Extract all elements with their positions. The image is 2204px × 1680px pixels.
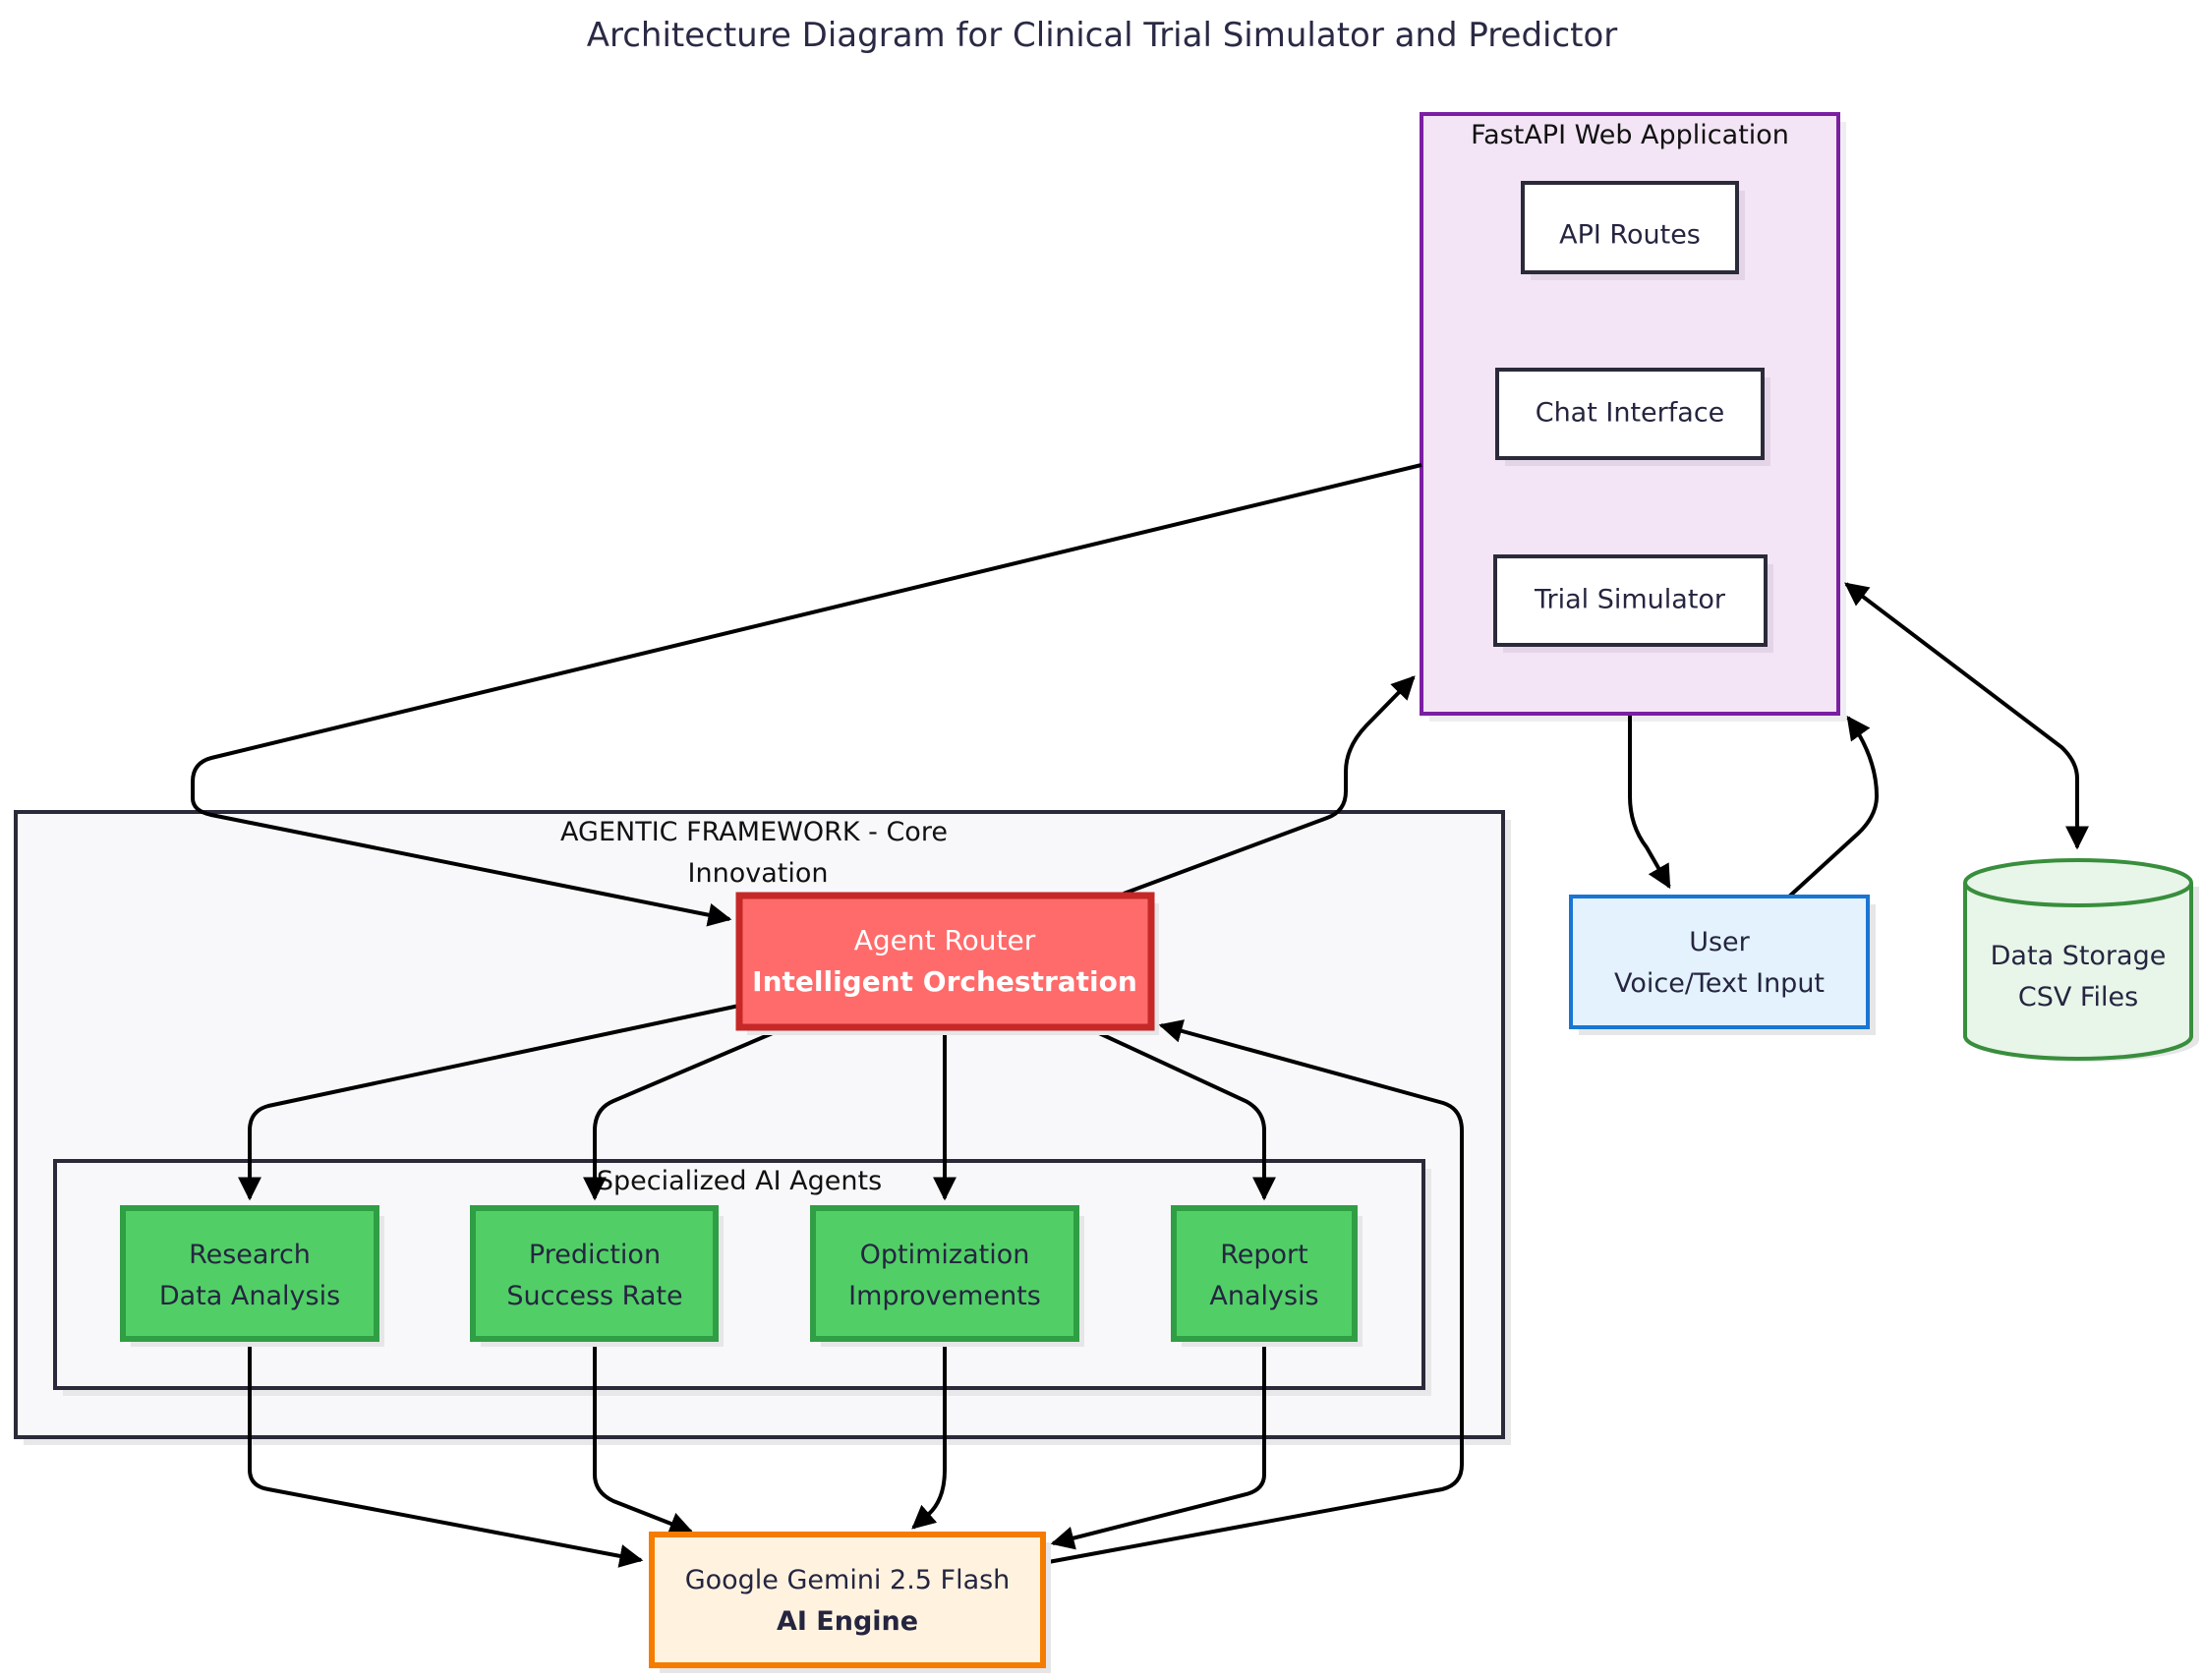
edge-router-to-fastapi <box>1123 675 1416 896</box>
report-title: Report <box>1220 1240 1308 1270</box>
specialized-agents-label: Specialized AI Agents <box>597 1166 882 1196</box>
agentic-framework-label-line1: AGENTIC FRAMEWORK - Core <box>560 817 948 847</box>
agentic-framework-label-line2: Innovation <box>688 858 829 889</box>
user-title: User <box>1689 927 1750 957</box>
edge-router-to-research <box>238 1004 740 1201</box>
edge-fastapi-to-user <box>1628 716 1671 890</box>
edge-router-to-prediction <box>583 1025 787 1201</box>
node-report-agent[interactable]: Report Analysis <box>1171 1205 1363 1347</box>
gemini-subtitle: AI Engine <box>777 1606 918 1637</box>
node-research-agent[interactable]: Research Data Analysis <box>120 1205 384 1347</box>
research-subtitle: Data Analysis <box>159 1281 340 1311</box>
edge-user-to-fastapi <box>1787 716 1880 898</box>
data-storage-subtitle: CSV Files <box>2018 982 2138 1013</box>
node-prediction-agent[interactable]: Prediction Success Rate <box>470 1205 724 1347</box>
node-api-routes[interactable]: API Routes <box>1521 181 1745 280</box>
edge-router-to-report <box>1085 1025 1276 1201</box>
edge-fastapi-datastorage <box>1844 582 2089 850</box>
edge-gemini-to-router <box>1042 1019 1464 1565</box>
edge-report-to-gemini <box>1050 1339 1266 1550</box>
prediction-title: Prediction <box>529 1240 661 1270</box>
report-subtitle: Analysis <box>1209 1281 1318 1311</box>
edge-prediction-to-gemini <box>593 1339 694 1535</box>
agent-router-title: Agent Router <box>854 924 1036 956</box>
trial-simulator-label: Trial Simulator <box>1534 585 1726 615</box>
diagram-title: Architecture Diagram for Clinical Trial … <box>587 16 1618 55</box>
data-storage-title: Data Storage <box>1991 941 2167 971</box>
edge-research-to-gemini <box>248 1339 644 1568</box>
optimization-subtitle: Improvements <box>848 1281 1041 1311</box>
fastapi-label: FastAPI Web Application <box>1471 120 1789 150</box>
node-data-storage[interactable]: Data Storage CSV Files <box>1963 858 2199 1062</box>
user-subtitle: Voice/Text Input <box>1614 968 1825 999</box>
node-gemini[interactable]: Google Gemini 2.5 Flash AI Engine <box>649 1532 1051 1673</box>
edges <box>191 463 2089 1568</box>
gemini-title: Google Gemini 2.5 Flash <box>685 1565 1011 1595</box>
chat-interface-label: Chat Interface <box>1536 398 1725 429</box>
node-trial-simulator[interactable]: Trial Simulator <box>1493 554 1773 653</box>
node-agent-router[interactable]: Agent Router Intelligent Orchestration <box>735 892 1159 1035</box>
edge-fastapi-to-router <box>191 463 1422 927</box>
agent-router-subtitle: Intelligent Orchestration <box>752 965 1137 998</box>
node-user[interactable]: User Voice/Text Input <box>1569 895 1876 1035</box>
node-optimization-agent[interactable]: Optimization Improvements <box>810 1205 1084 1347</box>
research-title: Research <box>189 1240 311 1270</box>
node-chat-interface[interactable]: Chat Interface <box>1495 368 1770 466</box>
api-routes-label: API Routes <box>1559 220 1701 251</box>
edge-optimization-to-gemini <box>911 1339 947 1530</box>
prediction-subtitle: Success Rate <box>506 1281 682 1311</box>
optimization-title: Optimization <box>860 1240 1030 1270</box>
